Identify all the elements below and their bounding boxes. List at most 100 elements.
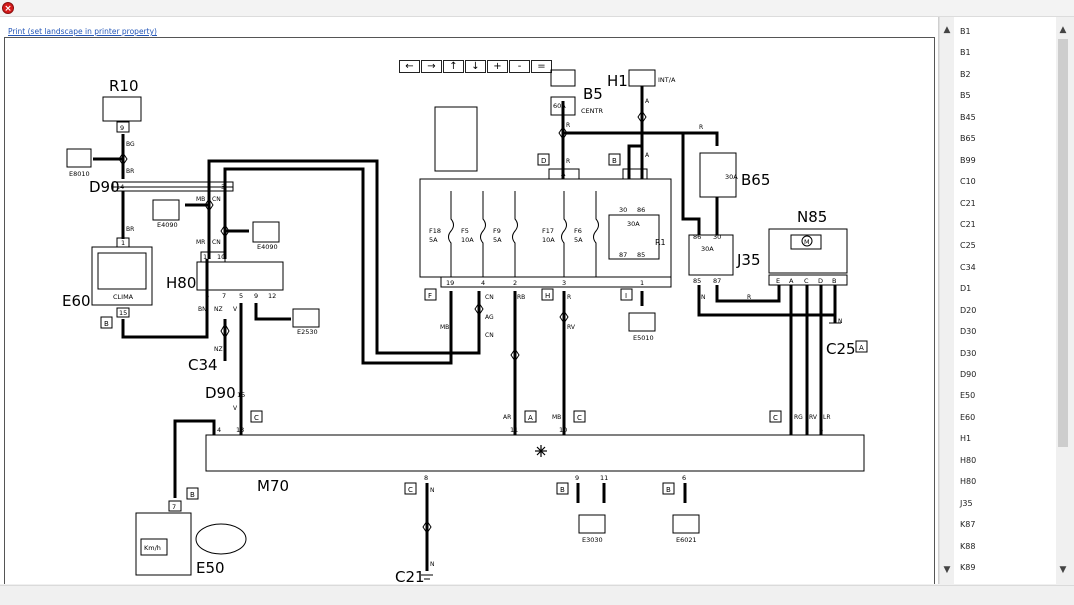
e60-label: E60 — [62, 292, 91, 310]
svg-text:B: B — [612, 157, 617, 165]
fuse60-label: 60A — [553, 102, 566, 110]
pin: 15 — [237, 391, 245, 399]
svg-text:B: B — [190, 491, 195, 499]
component-list-item[interactable]: H1 — [960, 434, 972, 444]
pin: 1 — [121, 239, 125, 247]
r10-label: R10 — [109, 77, 139, 95]
pin: 1 — [627, 170, 631, 178]
ref-box: A — [855, 340, 868, 353]
wire-code: BG — [126, 141, 135, 148]
wire-code: AG — [485, 314, 494, 321]
component-list-item[interactable]: C10 — [960, 177, 976, 187]
wire-code: N — [838, 318, 843, 325]
pin: A — [561, 170, 566, 178]
component-list-item[interactable]: K88 — [960, 541, 976, 551]
diagram-scrollbar[interactable]: ▲ ▼ — [939, 17, 954, 584]
inta-label: INT/A — [658, 76, 676, 84]
e3030-label: E3030 — [582, 536, 603, 544]
wire-code: MB — [552, 414, 561, 421]
component-list-item[interactable]: D20 — [960, 305, 977, 315]
component-list-item[interactable]: B65 — [960, 134, 976, 144]
r1-pin86: 86 — [637, 206, 645, 214]
h1-label: H1 — [607, 72, 628, 90]
zoom-in-button[interactable]: + — [487, 60, 508, 73]
pin: 9 — [254, 292, 258, 300]
fuse-rating: 10A — [461, 236, 474, 244]
print-link[interactable]: Print (set landscape in printer property… — [8, 27, 157, 36]
svg-text:C: C — [773, 414, 778, 422]
component-list-item[interactable]: E50 — [960, 391, 976, 401]
svg-text:C: C — [408, 486, 413, 494]
wire-code: V — [233, 306, 238, 313]
component-list-item[interactable]: C21 — [960, 219, 976, 229]
ref-box: H — [541, 288, 554, 301]
pan-down-button[interactable]: ↓ — [465, 60, 486, 73]
wire-code: RG — [794, 414, 803, 421]
component-list-item[interactable]: K89 — [960, 562, 976, 572]
component-list-item[interactable]: H80 — [960, 477, 977, 487]
scroll-up-icon[interactable]: ▲ — [1059, 25, 1067, 35]
scroll-down-icon[interactable]: ▼ — [943, 565, 951, 575]
component-list-item[interactable]: B5 — [960, 91, 971, 101]
centr-label: CENTR — [581, 107, 603, 115]
scroll-down-icon[interactable]: ▼ — [1059, 565, 1067, 575]
pan-right-button[interactable]: → — [421, 60, 442, 73]
component-list-item[interactable]: K87 — [960, 520, 976, 530]
pin: 19 — [446, 279, 454, 287]
pin: 4 — [217, 426, 221, 434]
wire-code: V — [233, 405, 238, 412]
c25-label: C25 — [826, 340, 856, 358]
r1-pin85: 85 — [637, 251, 645, 259]
svg-text:A: A — [859, 344, 864, 352]
wire-code: MB — [196, 196, 205, 203]
b5-label: B5 — [583, 85, 603, 103]
zoom-reset-button[interactable]: = — [531, 60, 552, 73]
pin: 2 — [789, 426, 793, 434]
pin: 2 — [640, 170, 644, 178]
fuse30-r1-label: 30A — [627, 220, 640, 228]
component-list-item[interactable]: B1 — [960, 27, 971, 36]
c34-label: C34 — [188, 356, 218, 374]
component-list-item[interactable]: E60 — [960, 412, 976, 422]
component-list-scrollbar[interactable]: ▲ ▼ — [1056, 17, 1070, 584]
wire-code: CN — [485, 294, 494, 301]
pan-up-button[interactable]: ↑ — [443, 60, 464, 73]
component-list-item[interactable]: D30 — [960, 348, 977, 358]
svg-text:D: D — [541, 157, 546, 165]
scroll-up-icon[interactable]: ▲ — [943, 25, 951, 35]
component-list-item[interactable]: J35 — [960, 498, 973, 508]
pin: 9 — [120, 124, 124, 132]
pin: 5 — [239, 292, 243, 300]
pan-left-button[interactable]: ← — [399, 60, 420, 73]
wire-code: BN — [198, 306, 207, 313]
component-list-item[interactable]: D90 — [960, 370, 977, 379]
ref-box: D — [537, 153, 550, 166]
fuse-rating: 5A — [493, 236, 502, 244]
component-list-item[interactable]: D30 — [960, 327, 977, 337]
component-list-item[interactable]: B45 — [960, 112, 976, 122]
wire-code: MB — [440, 324, 449, 331]
component-list-item[interactable]: D1 — [960, 284, 972, 294]
component-list-item[interactable]: B2 — [960, 69, 971, 79]
svg-text:C: C — [577, 414, 582, 422]
ref-box: B — [608, 153, 621, 166]
component-list-item[interactable]: C25 — [960, 241, 976, 251]
close-button[interactable]: × — [2, 2, 14, 14]
svg-text:H: H — [545, 292, 550, 300]
zoom-out-button[interactable]: - — [509, 60, 530, 73]
wire-code: A — [645, 98, 650, 105]
diagram-frame: ← → ↑ ↓ + - = — [4, 37, 935, 584]
component-list-item[interactable]: C21 — [960, 198, 976, 208]
component-list-item[interactable]: B99 — [960, 155, 976, 165]
component-list-item[interactable]: C34 — [960, 262, 976, 272]
component-list-item[interactable]: B1 — [960, 48, 971, 58]
scroll-thumb[interactable] — [1058, 39, 1068, 447]
wire-code: R — [566, 122, 570, 129]
pin: 1 — [640, 279, 644, 287]
component-list-item[interactable]: H80 — [960, 455, 977, 465]
wire-code: CN — [212, 239, 221, 246]
